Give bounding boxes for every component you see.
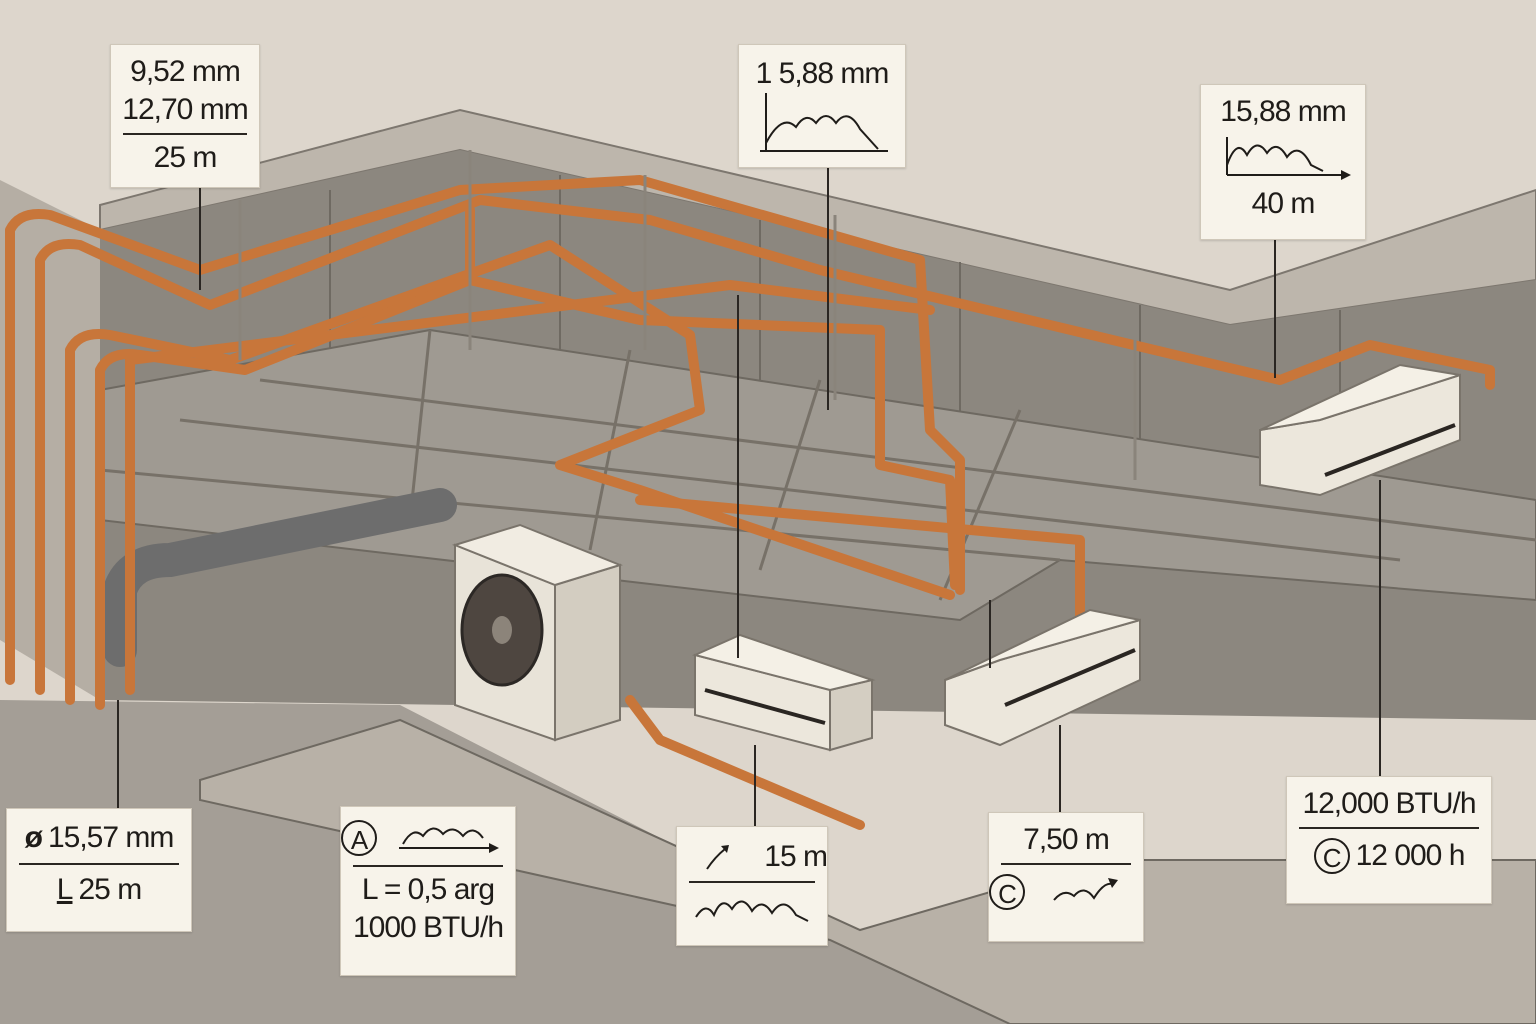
capacity-btu: 12,000 BTU/h (1302, 787, 1476, 820)
divider (123, 133, 247, 135)
badge-row: C (989, 869, 1143, 915)
badge-a: A (341, 820, 377, 856)
badge-c: C (1313, 838, 1350, 874)
label-bottom-a: A L = 0,5 arg 1000 BTU/h (340, 806, 516, 976)
pipe-diameter: 15,57 mm (47, 821, 174, 854)
pipe-length: 40 m (1251, 187, 1316, 220)
pipe-length: 25 m (153, 141, 218, 174)
grey-duct (103, 488, 457, 667)
formula: L = 0,5 arg (361, 873, 495, 906)
copper-pipes (5, 175, 1495, 830)
badge-row: A (341, 815, 515, 861)
outdoor-condenser-unit (451, 523, 624, 742)
label-top-left: 9,52 mm 12,70 mm 25 m (110, 44, 260, 188)
divider (689, 881, 815, 883)
label-bottom-left: ø 15,57 mm L 25 m (6, 808, 192, 932)
label-top-right: 15,88 mm 40 m (1200, 84, 1366, 240)
wall-unit-right (1259, 363, 1461, 497)
wave-arrow-icon (399, 827, 499, 853)
pipe-diameter: 15,88 mm (1220, 95, 1346, 128)
capacity-hours: 12 000 h (1355, 839, 1466, 872)
label-bottom-center: 15 m (676, 826, 828, 946)
leader-lines (117, 168, 1381, 827)
rising-arrow-icon (705, 845, 729, 870)
length-row: 15 m (677, 837, 828, 877)
length-row: L 25 m (7, 869, 191, 911)
label-bottom-right: 12,000 BTU/h C 12 000 h (1286, 776, 1492, 904)
badge-c: C (989, 874, 1025, 910)
pipe-diameter-2: 12,70 mm (122, 93, 248, 126)
diameter-symbol: ø (24, 821, 43, 854)
diameter-row: ø 15,57 mm (7, 817, 191, 859)
pipe-length: 15 m (764, 840, 828, 873)
divider (19, 863, 179, 865)
indoor-unit-center (691, 633, 876, 752)
badge-row: C 12 000 h (1287, 833, 1491, 879)
pipe-length: 25 m (78, 873, 142, 906)
label-top-center: 1 5,88 mm (738, 44, 906, 168)
pipe-diameter-1: 9,52 mm (130, 55, 241, 88)
wave-graph-icon (760, 93, 888, 152)
label-bottom-c: 7,50 m C (988, 812, 1144, 942)
pipe-length: 7,50 m (1023, 823, 1110, 856)
wave-arrow-icon (1053, 878, 1118, 901)
capacity-btu: 1000 BTU/h (352, 911, 504, 944)
indoor-unit-center-right (944, 608, 1141, 747)
length-symbol: L (56, 873, 74, 906)
divider (353, 865, 503, 867)
divider (1001, 863, 1131, 865)
pipe-diameter: 1 5,88 mm (755, 57, 890, 90)
wave-arrow-graph-icon (1226, 137, 1351, 180)
divider (1299, 827, 1479, 829)
wave-icon (695, 900, 809, 922)
ceiling-slab (99, 108, 1536, 327)
